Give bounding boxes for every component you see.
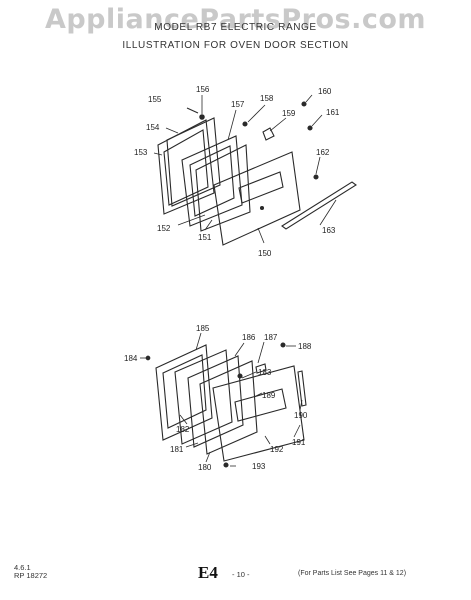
footer-parts-note: (For Parts List See Pages 11 & 12) bbox=[298, 570, 407, 577]
label-160: 160 bbox=[318, 87, 332, 96]
footer-section-id: E4 bbox=[198, 563, 218, 582]
label-154: 154 bbox=[146, 123, 160, 132]
label-190: 190 bbox=[294, 411, 308, 420]
label-189: 189 bbox=[262, 391, 276, 400]
label-187: 187 bbox=[264, 333, 278, 342]
label-185: 185 bbox=[196, 324, 210, 333]
header-model-line: MODEL RB7 ELECTRIC RANGE bbox=[154, 22, 317, 33]
top-door-assembly bbox=[157, 101, 357, 246]
label-193: 193 bbox=[252, 462, 266, 471]
label-155: 155 bbox=[148, 95, 162, 104]
label-156: 156 bbox=[196, 85, 210, 94]
bottom-leader-lines bbox=[140, 332, 303, 467]
footer-code-2: RP 18272 bbox=[14, 571, 48, 580]
label-182: 182 bbox=[176, 425, 190, 434]
top-leader-lines bbox=[153, 94, 337, 244]
bottom-door-assembly bbox=[145, 342, 307, 468]
label-153: 153 bbox=[134, 148, 148, 157]
top-part-labels: 156 155 154 153 157 158 159 160 161 162 … bbox=[134, 85, 340, 258]
label-188: 188 bbox=[298, 342, 312, 351]
label-152: 152 bbox=[157, 224, 171, 233]
label-159: 159 bbox=[282, 109, 296, 118]
label-184: 184 bbox=[124, 354, 138, 363]
label-181: 181 bbox=[170, 445, 184, 454]
label-158: 158 bbox=[260, 94, 274, 103]
label-161: 161 bbox=[326, 108, 340, 117]
label-191: 191 bbox=[292, 438, 306, 447]
label-150: 150 bbox=[258, 249, 272, 258]
bottom-part-labels: 185 186 187 188 184 183 189 182 181 180 … bbox=[124, 324, 312, 472]
label-162: 162 bbox=[316, 148, 330, 157]
header-title-line: ILLUSTRATION FOR OVEN DOOR SECTION bbox=[122, 40, 349, 51]
footer-page-number: - 10 - bbox=[232, 570, 250, 579]
label-192: 192 bbox=[270, 445, 284, 454]
label-163: 163 bbox=[322, 226, 336, 235]
watermark-text: AppliancePartsPros.com bbox=[44, 4, 427, 35]
label-180: 180 bbox=[198, 463, 212, 472]
label-186: 186 bbox=[242, 333, 256, 342]
label-157: 157 bbox=[231, 100, 245, 109]
label-183: 183 bbox=[258, 368, 272, 377]
label-151: 151 bbox=[198, 233, 212, 242]
footer-code-1: 4.6.1 bbox=[14, 563, 31, 572]
